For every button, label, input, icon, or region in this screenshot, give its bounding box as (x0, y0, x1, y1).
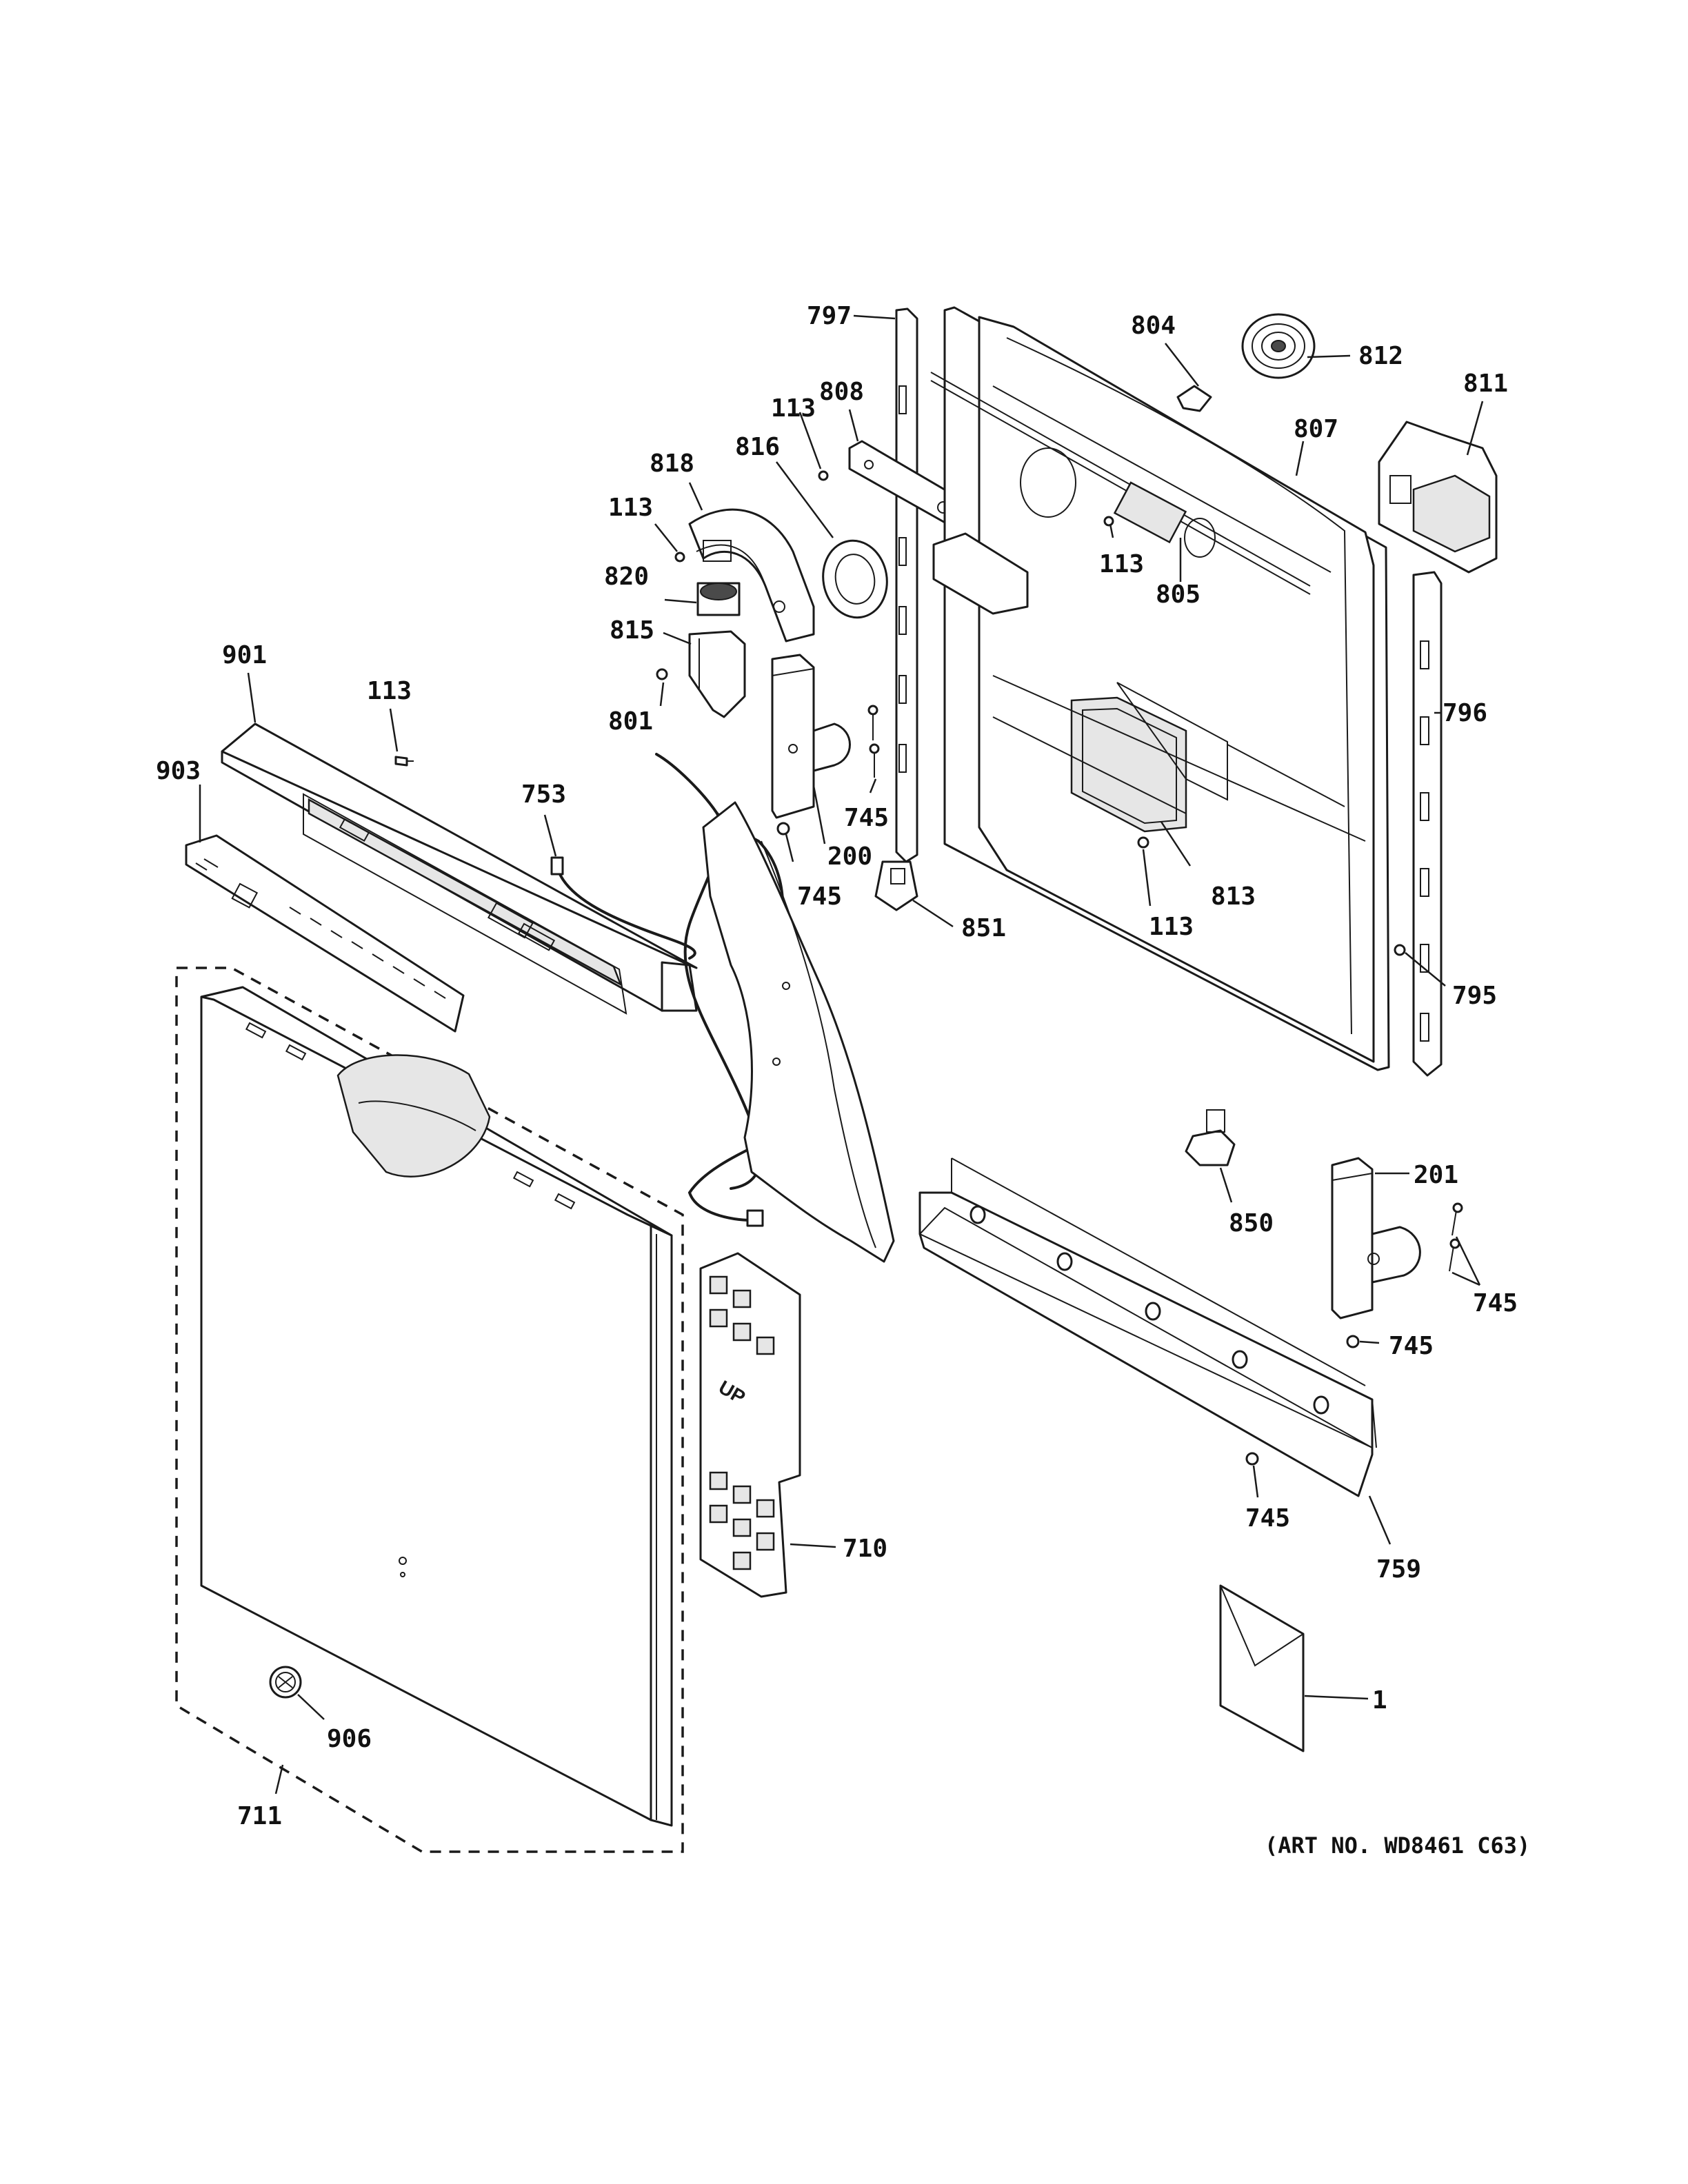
inner-door-liner (978, 316, 1375, 1063)
callout-906: 906 (327, 1725, 372, 1753)
callout-759: 759 (1376, 1555, 1421, 1584)
callout-796: 796 (1443, 699, 1487, 727)
callout-805: 805 (1156, 580, 1200, 609)
callout-816: 816 (735, 433, 780, 461)
callout-903: 903 (156, 757, 201, 785)
hinge-bracket-201 (1331, 1157, 1421, 1320)
gasket-816 (822, 539, 888, 619)
door-assembly-boundary (175, 967, 684, 1853)
callout-851: 851 (961, 914, 1006, 942)
water-chute (702, 801, 895, 1263)
callout-1: 1 (1372, 1686, 1387, 1715)
callout-201: 201 (1414, 1161, 1458, 1189)
screw-113-panel (394, 756, 414, 767)
callout-820: 820 (604, 563, 649, 591)
callout-113-b: 113 (608, 494, 653, 522)
hinge-bracket-200 (771, 654, 851, 819)
screws-745-left (776, 705, 880, 836)
callout-815: 815 (610, 616, 654, 645)
screw-113-left (674, 552, 685, 563)
screw-795 (1394, 944, 1406, 956)
callouts: 797 804 812 811 808 113 816 818 807 113 … (156, 302, 1530, 1859)
side-rail-796 (1412, 571, 1443, 1077)
callout-812: 812 (1358, 342, 1403, 370)
screw-745-kick (1245, 1452, 1259, 1466)
insulation-block-710: UP (699, 1252, 801, 1598)
vent-cover-818 (688, 508, 815, 643)
latch-assembly-811 (1378, 421, 1498, 574)
clip-804 (1176, 385, 1212, 412)
door-handle-pocket (336, 1054, 491, 1177)
outer-door-side-edge (650, 1224, 673, 1827)
callout-711: 711 (237, 1802, 282, 1830)
inner-door-807 (930, 306, 1390, 1071)
callout-795: 795 (1452, 982, 1497, 1010)
callout-113-d: 113 (367, 677, 412, 705)
control-panel-901 (221, 722, 698, 1015)
screw-113-top (818, 470, 829, 481)
callout-804: 804 (1131, 312, 1176, 340)
vent-disc-812 (1241, 313, 1316, 379)
door-assembly-711 (175, 967, 684, 1853)
control-panel-overlay-903 (185, 834, 465, 1033)
callout-745-b: 745 (797, 882, 842, 911)
side-rail-797 (895, 307, 918, 863)
callout-113-a: 113 (771, 394, 816, 423)
callout-807: 807 (1294, 415, 1338, 443)
callout-200: 200 (827, 842, 872, 871)
screws-745-right (1346, 1202, 1463, 1348)
screw-113-inner-top (1103, 516, 1114, 527)
leader-lines (199, 314, 1484, 1794)
callout-113-c: 113 (1099, 550, 1144, 578)
callout-801: 801 (608, 707, 653, 736)
callout-813: 813 (1211, 882, 1256, 911)
callout-818: 818 (650, 449, 694, 478)
ge-logo-badge-906 (269, 1666, 302, 1699)
callout-901: 901 (222, 641, 267, 669)
kick-plate-759 (918, 1157, 1377, 1497)
screw-113-inner-bottom (1137, 836, 1149, 849)
callout-797: 797 (807, 302, 852, 330)
art-number: (ART NO. WD8461 C63) (1265, 1832, 1530, 1859)
clip-851 (874, 860, 918, 911)
callout-113-e: 113 (1149, 913, 1194, 941)
wire-harness-753 (550, 856, 696, 960)
callout-808: 808 (819, 378, 864, 406)
screw-801 (656, 668, 668, 680)
callout-753: 753 (521, 780, 566, 809)
callout-811: 811 (1463, 370, 1508, 398)
callout-850: 850 (1229, 1209, 1274, 1237)
fan-820 (696, 582, 741, 616)
control-panel-display-window (308, 798, 623, 987)
callout-745-c: 745 (1473, 1289, 1518, 1317)
literature-1 (1219, 1584, 1305, 1752)
callout-745-e: 745 (1245, 1504, 1290, 1533)
inner-door-dispenser (1070, 696, 1187, 833)
callout-745-a: 745 (844, 804, 889, 832)
duct-815 (688, 630, 746, 718)
callout-745-d: 745 (1389, 1332, 1434, 1360)
control-panel-top (221, 722, 698, 969)
callout-710: 710 (843, 1535, 887, 1563)
clip-850 (1185, 1109, 1236, 1166)
